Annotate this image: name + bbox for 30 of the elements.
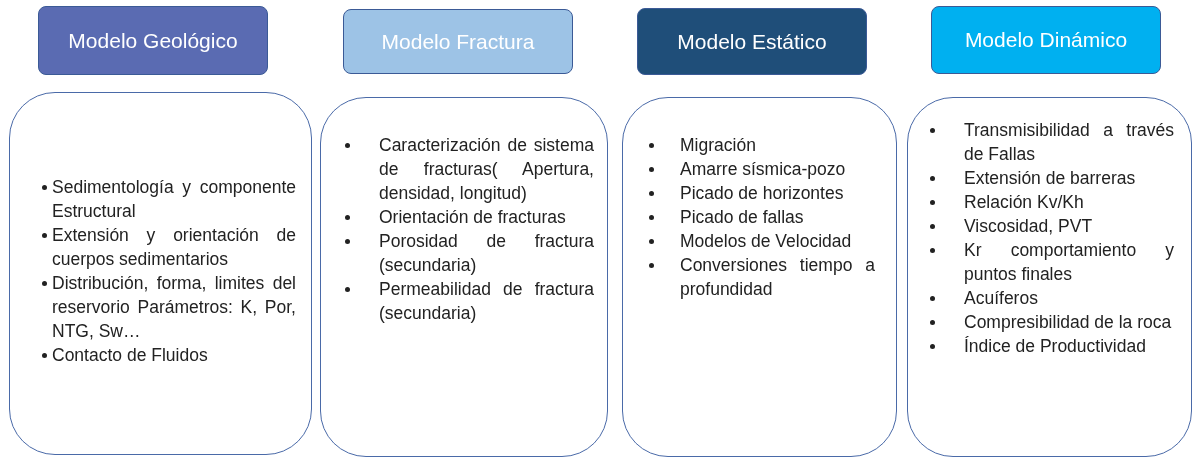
bullet-item: Orientación de fracturas [341,205,594,229]
bullet-item: Contacto de Fluidos [40,343,296,367]
bullet-item: Acuíferos [928,286,1174,310]
bullet-item: Sedimentología y componente Estructural [40,175,296,223]
bullet-item: Picado de horizontes [647,181,875,205]
rounded-list-panel [622,97,897,457]
bullet-item: Permeabilidad de fractura (secundaria) [341,277,594,325]
bullet-item: Amarre sísmica-pozo [647,157,875,181]
bullet-item: Kr comportamiento y puntos finales [928,238,1174,286]
bullet-item: Porosidad de fractura (secundaria) [341,229,594,277]
rounded-list-panel [320,97,608,457]
bullet-item: Extensión de barreras [928,166,1174,190]
model-title-banner: Modelo Dinámico [931,6,1161,74]
bullet-item: Caracterización de sistema de fracturas( Apertura, densidad, longitud) [341,133,594,205]
rounded-list-panel [907,97,1192,457]
bullet-item: Conversiones tiempo a profundidad [647,253,875,301]
model-title-banner: Modelo Estático [637,8,867,75]
model-title-banner: Modelo Fractura [343,9,573,74]
bullet-item: Índice de Productividad [928,334,1174,358]
bullet-item: Distribución, forma, limites del reservorio Parámetros: K, Por, NTG, Sw… [40,271,296,343]
bullet-item: Viscosidad, PVT [928,214,1174,238]
bullet-item: Relación Kv/Kh [928,190,1174,214]
bullet-item: Extensión y orientación de cuerpos sedimentarios [40,223,296,271]
rounded-list-panel [9,92,312,455]
bullet-item: Compresibilidad de la roca [928,310,1174,334]
model-title-banner: Modelo Geológico [38,6,268,75]
bullet-item: Transmisibilidad a través de Fallas [928,118,1174,166]
bullet-item: Modelos de Velocidad [647,229,875,253]
bullet-item: Migración [647,133,875,157]
bullet-item: Picado de fallas [647,205,875,229]
